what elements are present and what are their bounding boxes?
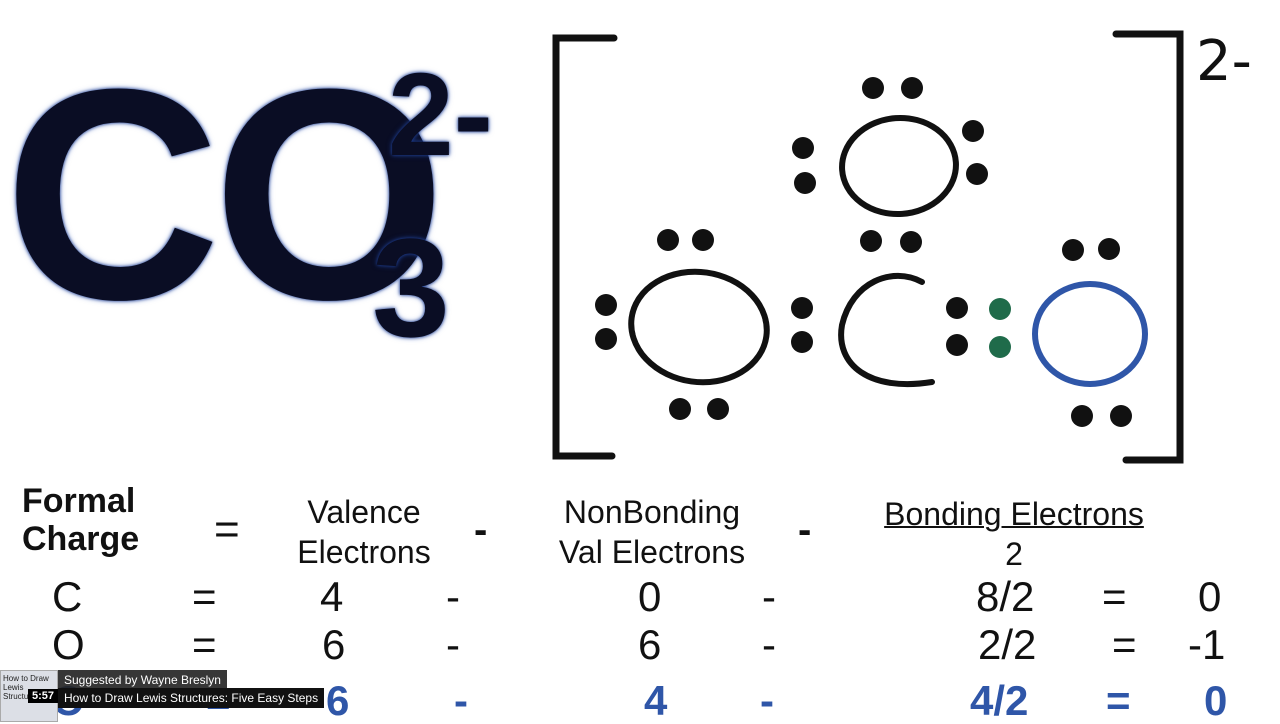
formal-charge-title-line1: Formal [22, 482, 136, 520]
left-bracket [552, 34, 618, 460]
row-bonding: 2/2 [978, 621, 1037, 668]
header-equals: = [214, 505, 240, 554]
bond-electrons-c-o-right [946, 297, 968, 356]
header-minus-1: - [474, 508, 488, 552]
formula-superscript: 2- [388, 49, 493, 181]
atom-c [838, 272, 935, 388]
row-nonbonding: 4 [644, 677, 668, 724]
suggested-video-title[interactable]: How to Draw Lewis Structures: Five Easy … [58, 688, 325, 708]
bracket-charge: 2- [1196, 29, 1252, 94]
row-minus-1: - [446, 621, 460, 668]
lone-pairs-top [792, 77, 988, 253]
header-minus-2: - [798, 508, 812, 552]
row-equals: = [192, 573, 217, 620]
row-equals: = [192, 621, 217, 668]
row-equals-2: = [1106, 677, 1131, 724]
nonbonding-header: NonBonding Val Electrons [540, 492, 764, 572]
row-valence: 6 [322, 621, 346, 668]
bonding-header: Bonding Electrons 2 [862, 494, 1166, 574]
bond-electrons-green [989, 298, 1011, 358]
lone-pairs-right [1062, 238, 1132, 427]
row-minus-2: - [760, 677, 774, 724]
bonding-denominator: 2 [1005, 536, 1023, 572]
atom-o-top-label: O [899, 165, 900, 167]
row-valence: 4 [320, 573, 344, 620]
bonding-numerator: Bonding Electrons [884, 496, 1144, 532]
lone-pairs-left [595, 229, 729, 420]
row-equals-2: = [1112, 621, 1137, 668]
row-valence: 6 [326, 677, 350, 724]
row-result: 0 [1204, 677, 1228, 724]
right-bracket [1112, 30, 1184, 464]
bond-electrons-c-o-left [791, 297, 813, 353]
valence-line2: Electrons [297, 534, 431, 570]
formal-charge-title-line2: Charge [22, 520, 140, 558]
thumbnail-text: How to Draw Lewis Structures [3, 674, 49, 701]
valence-line1: Valence [307, 494, 421, 530]
row-atom: O [52, 621, 85, 668]
valence-header: Valence Electrons [284, 492, 444, 572]
row-minus-1: - [446, 573, 460, 620]
nonbonding-line1: NonBonding [563, 494, 741, 530]
formula-subscript: 3 [372, 209, 450, 366]
atom-o-right [1032, 281, 1148, 387]
row-result: 0 [1198, 573, 1222, 620]
lewis-structure: O [552, 30, 1184, 464]
nonbonding-line2: Val Electrons [558, 534, 746, 570]
row-atom: C [52, 573, 83, 620]
row-nonbonding: 6 [638, 621, 662, 668]
row-result: -1 [1188, 621, 1226, 668]
row-minus-2: - [762, 621, 776, 668]
formula-main: CO [4, 26, 446, 362]
row-equals-2: = [1102, 573, 1127, 620]
suggested-by-label[interactable]: Suggested by Wayne Breslyn [58, 670, 227, 690]
row-nonbonding: 0 [638, 573, 662, 620]
video-duration: 5:57 [28, 689, 59, 703]
row-bonding: 4/2 [970, 677, 1029, 724]
row-bonding: 8/2 [976, 573, 1035, 620]
row-minus-2: - [762, 573, 776, 620]
atom-o-left [628, 268, 770, 386]
atom-o-top [839, 114, 959, 218]
row-minus-1: - [454, 677, 468, 724]
formal-charge-title: Formal Charge [22, 482, 139, 558]
